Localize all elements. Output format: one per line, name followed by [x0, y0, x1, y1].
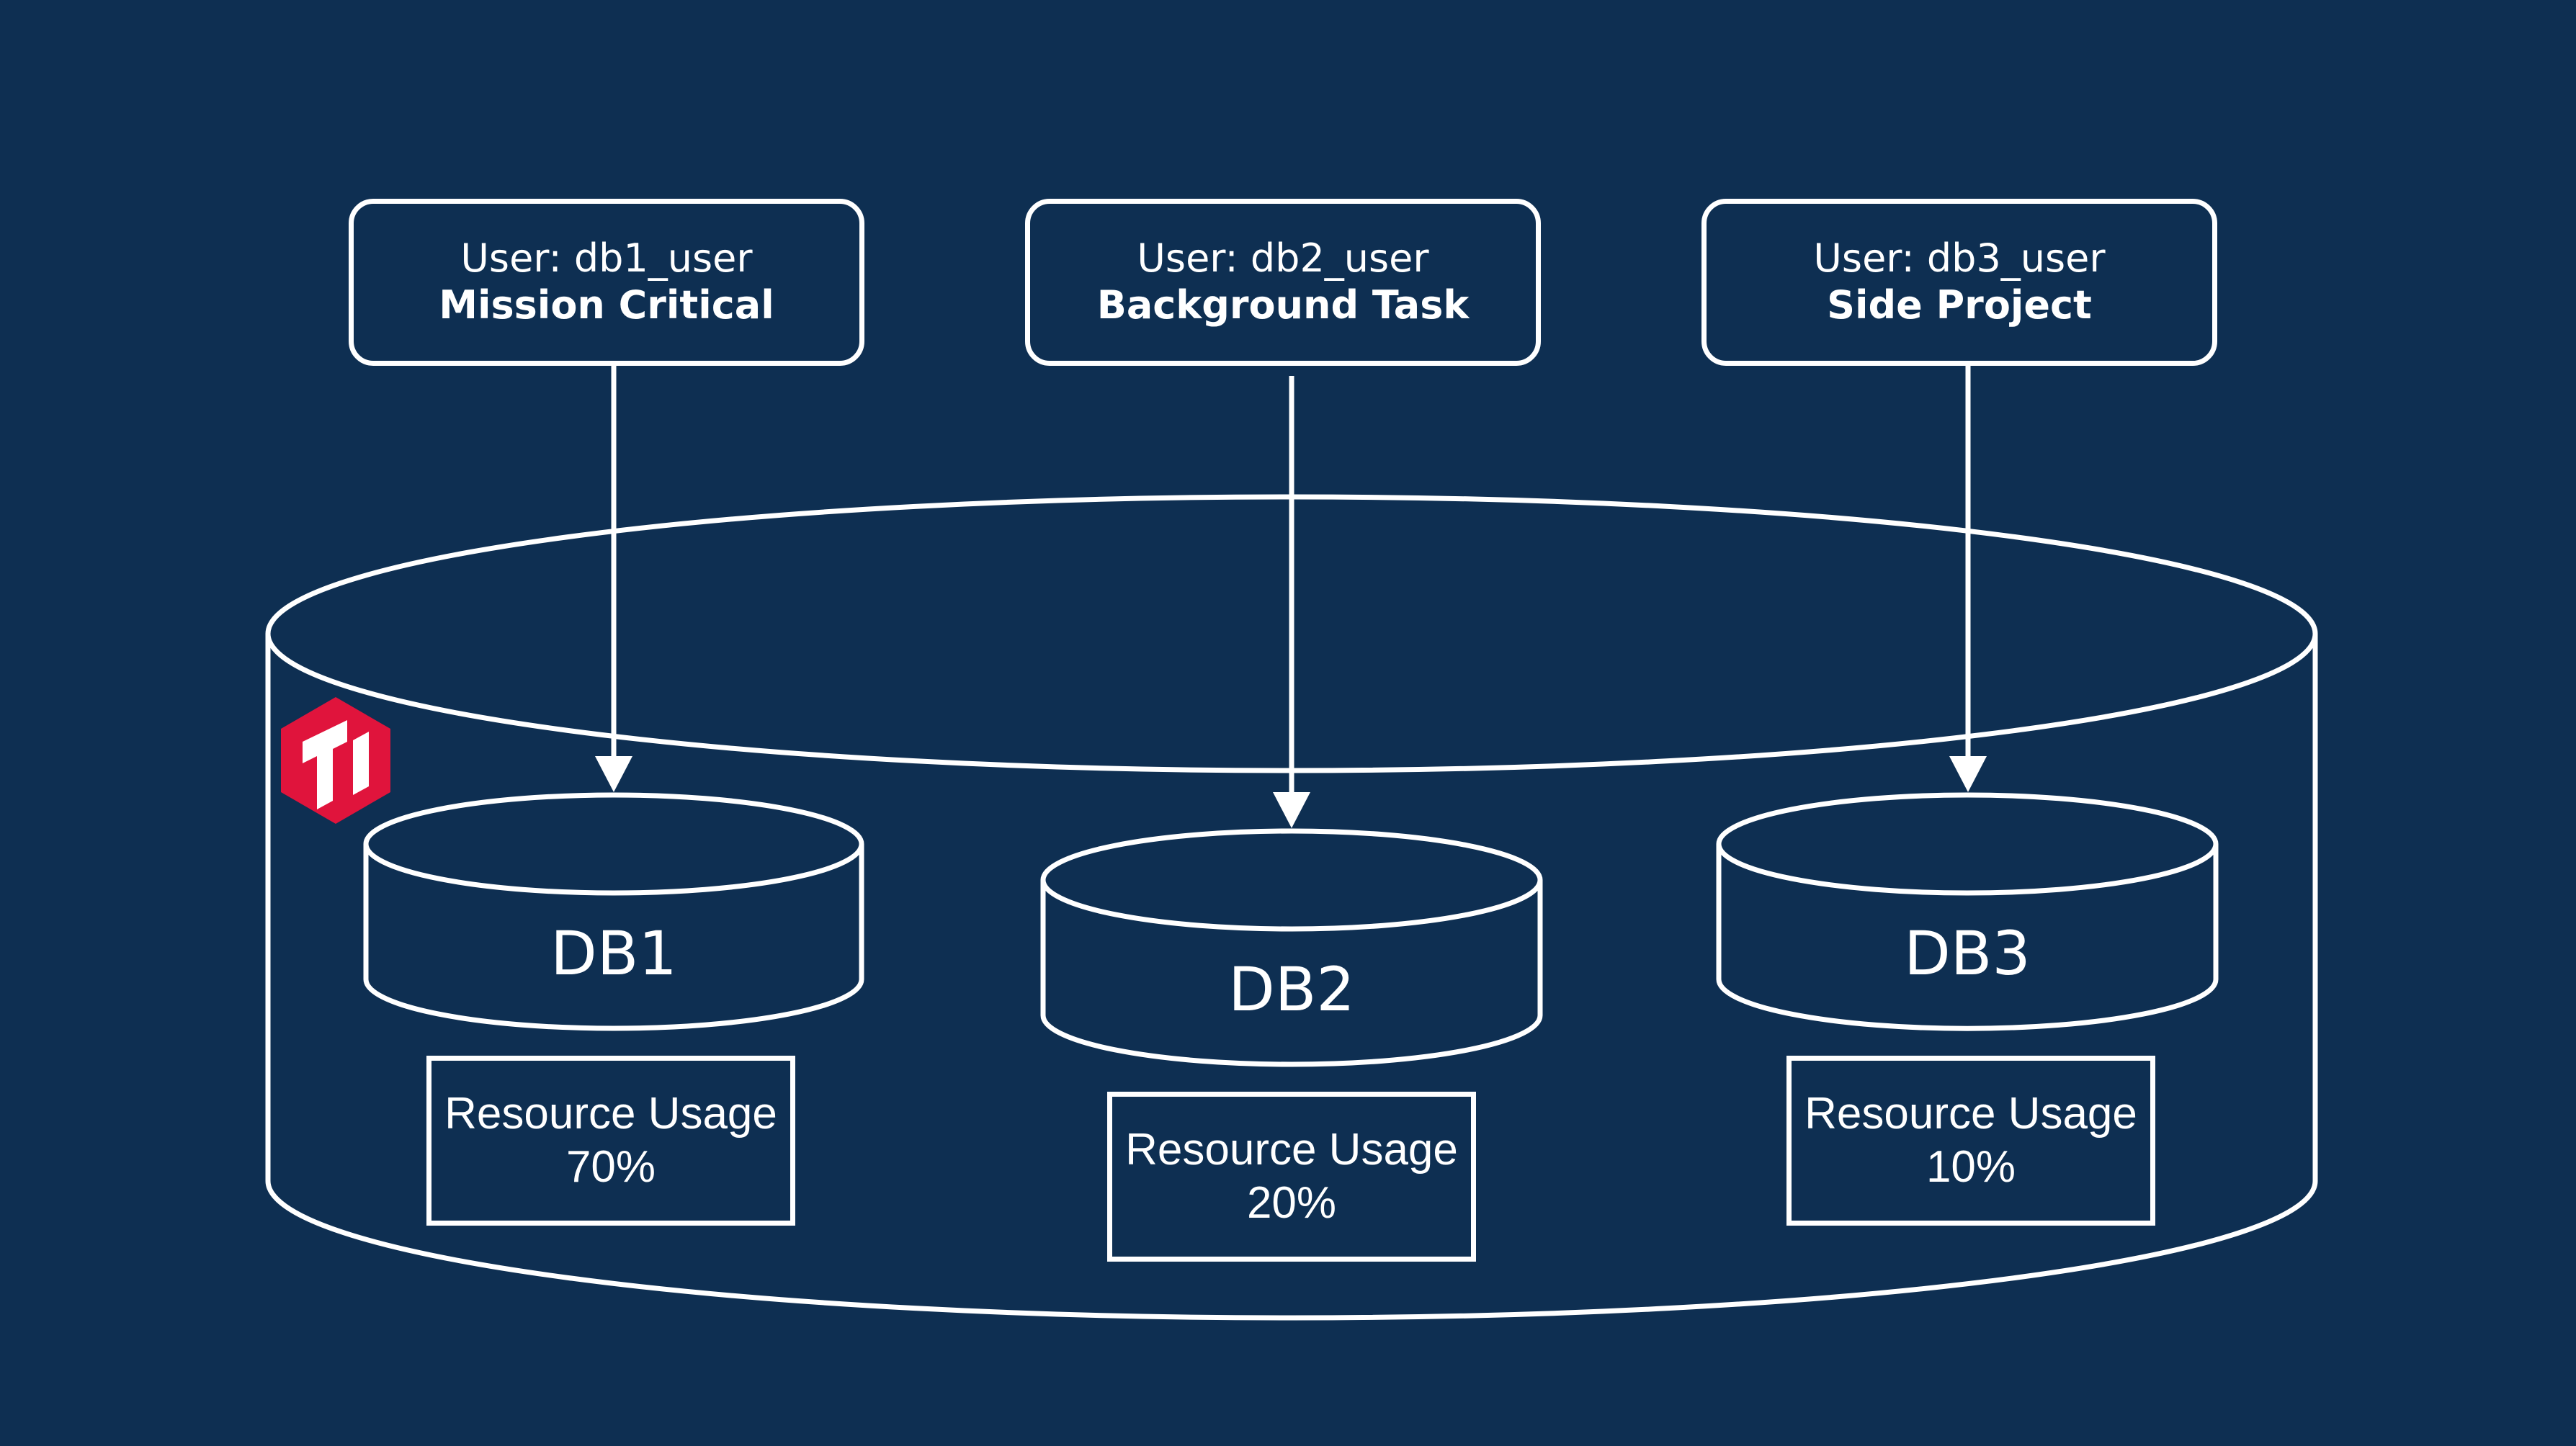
arrow-db2 [1273, 376, 1310, 828]
db2-label: DB2 [1228, 954, 1355, 1025]
resource-usage-label: Resource Usage [1804, 1088, 2137, 1139]
db1-cylinder [363, 792, 864, 1031]
user-name-label: User: db3_user [1813, 235, 2106, 282]
user-role-label: Mission Critical [439, 282, 774, 328]
tidb-logo-icon [281, 697, 390, 824]
resource-usage-db2: Resource Usage 20% [1107, 1092, 1476, 1262]
db3-cylinder [1716, 792, 2219, 1031]
resource-usage-label: Resource Usage [444, 1088, 777, 1139]
resource-usage-value: 10% [1926, 1142, 2016, 1192]
user-box-db3: User: db3_user Side Project [1701, 199, 2217, 366]
user-box-db1: User: db1_user Mission Critical [349, 199, 864, 366]
arrow-db1 [595, 366, 632, 792]
resource-usage-value: 20% [1246, 1178, 1337, 1228]
resource-usage-value: 70% [565, 1142, 656, 1192]
user-name-label: User: db1_user [460, 235, 753, 282]
resource-usage-label: Resource Usage [1125, 1124, 1458, 1175]
user-role-label: Background Task [1096, 282, 1470, 328]
user-role-label: Side Project [1827, 282, 2092, 328]
resource-usage-db3: Resource Usage 10% [1786, 1056, 2155, 1226]
user-box-db2: User: db2_user Background Task [1025, 199, 1541, 366]
db1-label: DB1 [550, 918, 677, 989]
arrow-db3 [1949, 366, 1987, 792]
user-name-label: User: db2_user [1137, 235, 1429, 282]
resource-usage-db1: Resource Usage 70% [426, 1056, 795, 1226]
db3-label: DB3 [1904, 918, 2031, 989]
db2-cylinder [1040, 828, 1543, 1067]
